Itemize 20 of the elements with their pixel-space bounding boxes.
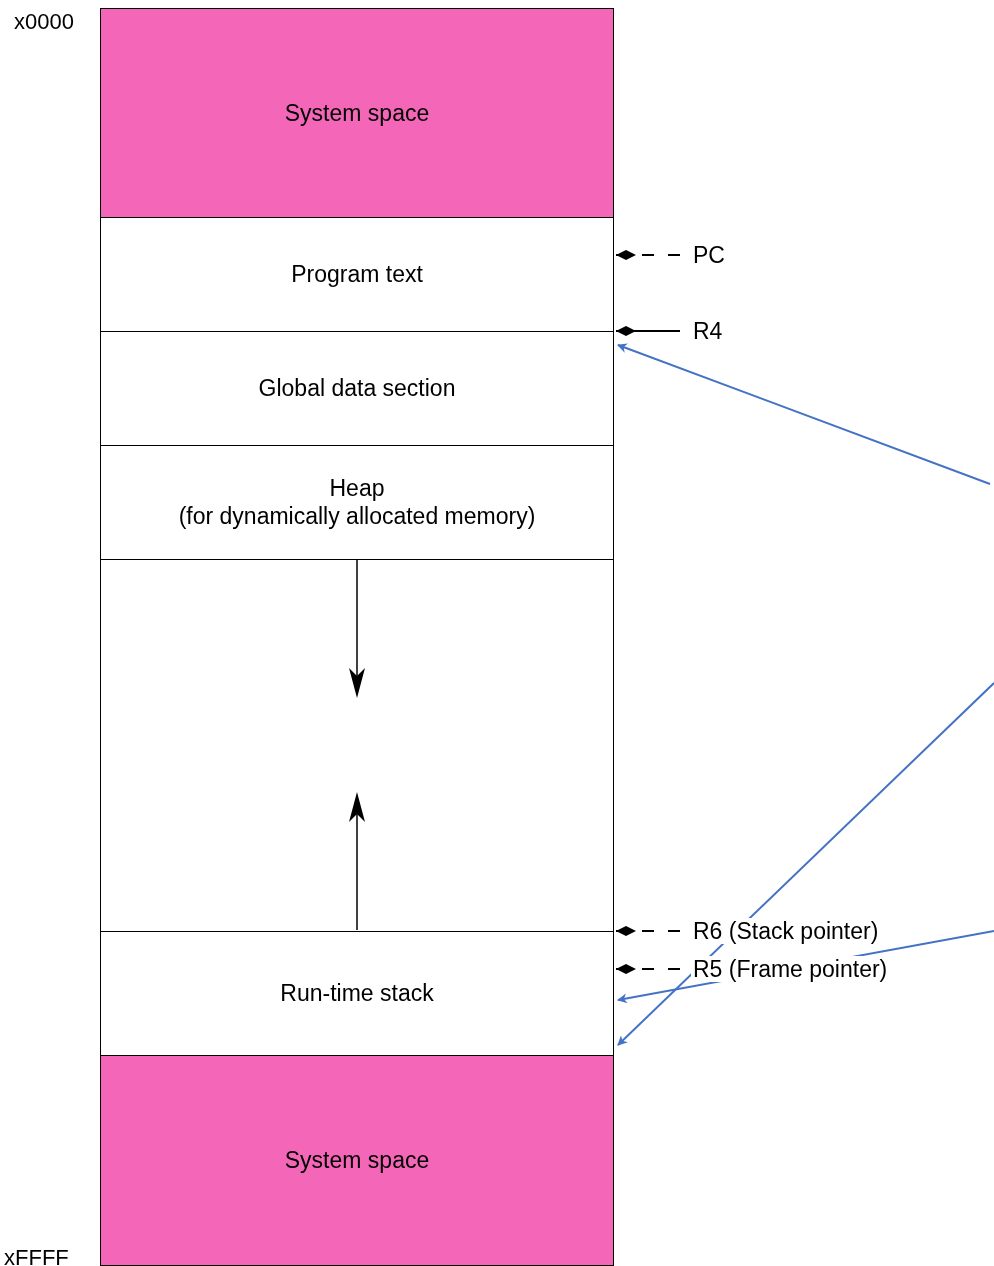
- region-label: Global data section: [258, 374, 456, 402]
- address-label: xFFFF: [4, 1244, 69, 1266]
- memory-region: [100, 216, 614, 332]
- region-label: Heap: [329, 474, 385, 502]
- memory-region: [100, 930, 614, 1056]
- region-label: Program text: [291, 260, 423, 288]
- pointer-arrow: [617, 682, 994, 1046]
- memory-region: [100, 444, 614, 560]
- region-label: System space: [284, 98, 430, 127]
- memory-region: [100, 7, 614, 218]
- register-label: PC: [680, 242, 800, 268]
- free-memory-region: [100, 558, 614, 932]
- memory-region: [100, 330, 614, 446]
- region-note: (for dynamically allocated memory): [178, 502, 536, 530]
- register-label: R4: [680, 318, 800, 344]
- pointer-arrow: [617, 343, 991, 485]
- region-label: Run-time stack: [280, 979, 434, 1007]
- address-label: x0000: [14, 8, 74, 36]
- memory-region: [100, 1054, 614, 1266]
- region-label: System space: [284, 1146, 430, 1174]
